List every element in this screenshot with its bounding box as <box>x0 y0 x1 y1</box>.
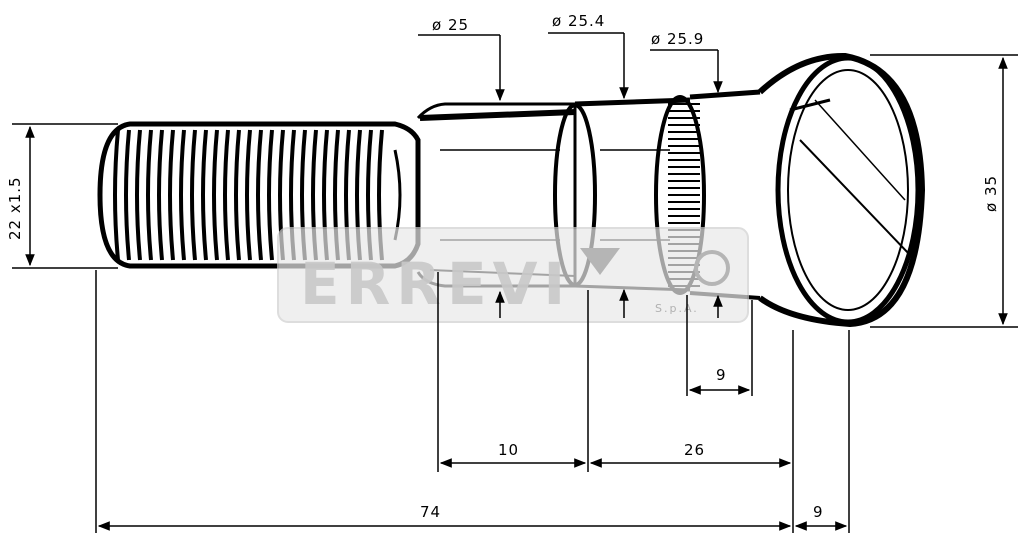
dim-len-9-head: 9 <box>813 503 824 521</box>
thread-ridge <box>245 129 252 261</box>
thread-ridge <box>179 129 186 261</box>
thread-ridge <box>256 129 263 261</box>
thread-ridge <box>113 129 120 261</box>
threaded-shank <box>97 121 421 269</box>
thread-ridge <box>201 129 208 261</box>
thread-ridge <box>190 129 197 261</box>
dim-dia-35: ø 35 <box>982 175 1000 212</box>
dim-len-9-knurl: 9 <box>716 366 727 384</box>
watermark: ERREVI S.p.A. <box>277 227 749 323</box>
dim-len-74: 74 <box>420 503 441 521</box>
dimension-lines <box>12 32 1018 533</box>
thread-ridge <box>234 129 241 261</box>
neck <box>393 149 402 241</box>
dim-dia-25-9: ø 25.9 <box>651 30 704 48</box>
thread-ridge <box>212 129 219 261</box>
thread-ridge <box>124 129 131 261</box>
watermark-arrow-icon <box>580 248 620 275</box>
thread-ridge <box>157 129 164 261</box>
dim-dia-25: ø 25 <box>432 16 469 34</box>
head-rim <box>757 52 926 328</box>
thread-ridge <box>146 129 153 261</box>
watermark-circle-icon <box>694 250 730 286</box>
thread-ridge <box>267 129 274 261</box>
dim-len-10: 10 <box>498 441 519 459</box>
thread-ridge <box>223 129 230 261</box>
dim-dia-25-4: ø 25.4 <box>552 12 605 30</box>
head-face <box>775 55 921 325</box>
watermark-brand: ERREVI <box>300 250 571 318</box>
dim-len-26: 26 <box>684 441 705 459</box>
dim-thread: 22 x1.5 <box>6 176 24 240</box>
watermark-suffix: S.p.A. <box>655 302 699 315</box>
thread-ridge <box>135 129 142 261</box>
thread-ridge <box>168 129 175 261</box>
